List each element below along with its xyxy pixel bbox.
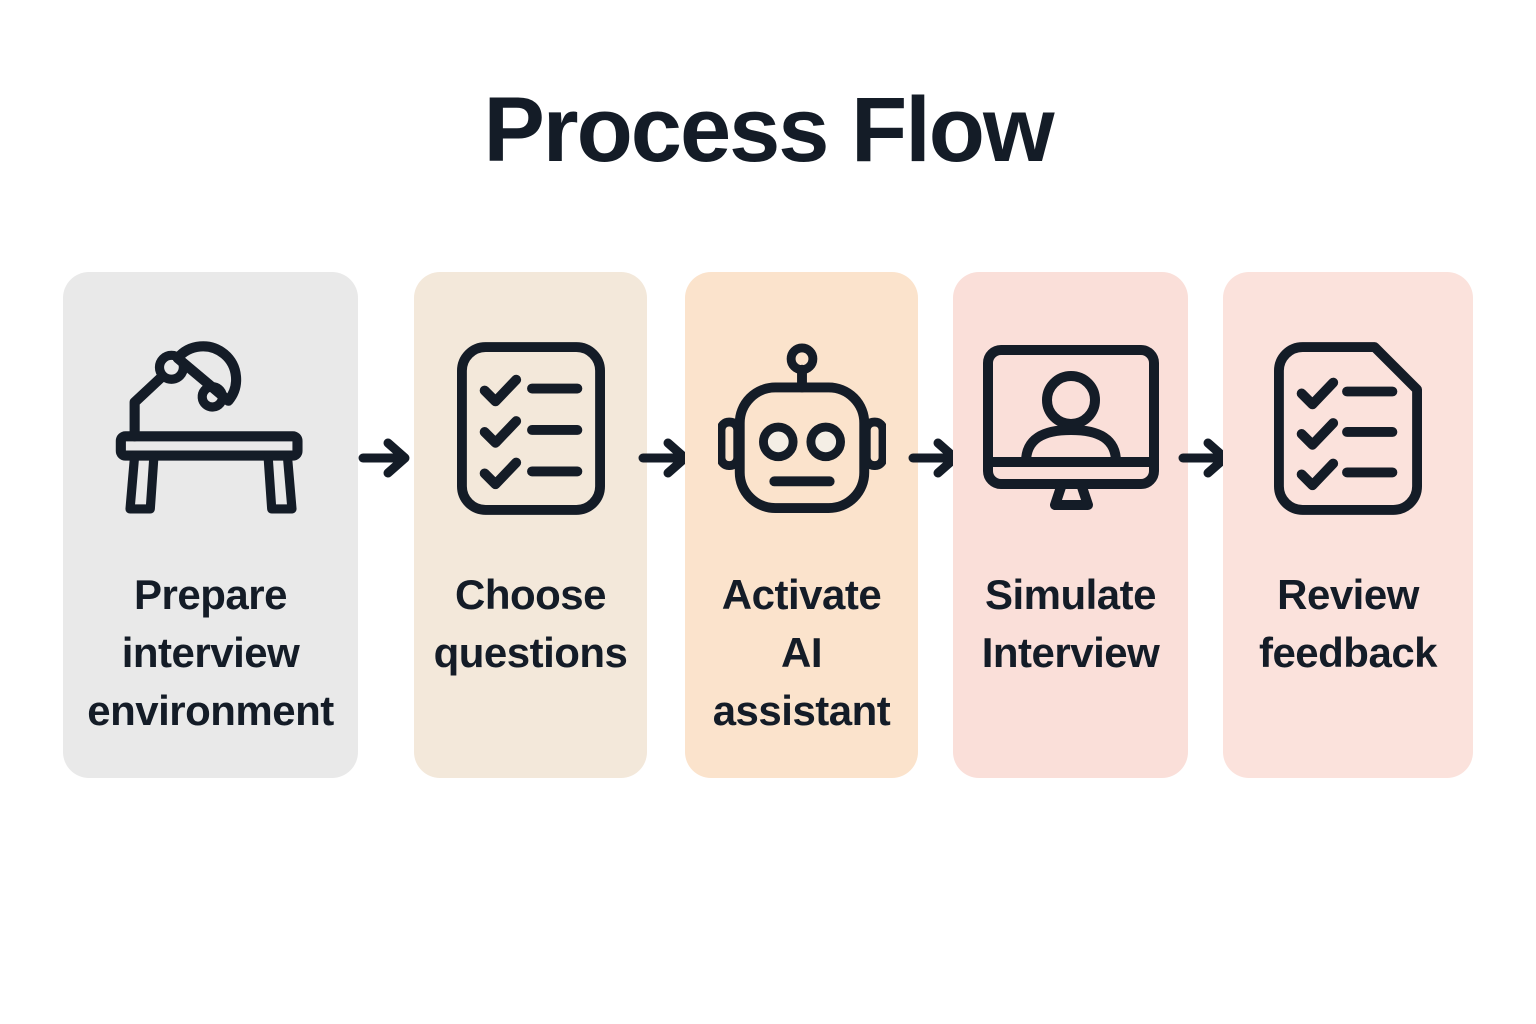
step-card-simulate-interview: Simulate Interview bbox=[953, 272, 1188, 778]
monitor-person-icon bbox=[982, 330, 1159, 526]
step-card-activate-ai: Activate AI assistant bbox=[685, 272, 918, 778]
page-title: Process Flow bbox=[483, 79, 1054, 181]
arrow-right-icon bbox=[908, 272, 959, 478]
desk-lamp-icon bbox=[105, 330, 317, 526]
step-label: Simulate Interview bbox=[981, 571, 1160, 676]
arrow-right-icon bbox=[358, 272, 414, 478]
step-label: Prepare interview environment bbox=[87, 571, 334, 734]
step-card-review-feedback: Review feedback bbox=[1223, 272, 1473, 778]
arrow-right-icon bbox=[1178, 272, 1229, 478]
document-checklist-icon bbox=[1274, 330, 1422, 526]
step-card-prepare-environment: Prepare interview environment bbox=[63, 272, 358, 778]
arrow-right-icon bbox=[638, 272, 690, 478]
process-flow: Prepare interview environment Choose que… bbox=[0, 272, 1536, 778]
checklist-icon bbox=[456, 330, 605, 526]
step-label: Activate AI assistant bbox=[712, 571, 891, 734]
step-card-choose-questions: Choose questions bbox=[414, 272, 647, 778]
robot-icon bbox=[717, 330, 886, 526]
step-label: Review feedback bbox=[1258, 571, 1438, 676]
step-label: Choose questions bbox=[433, 571, 628, 676]
